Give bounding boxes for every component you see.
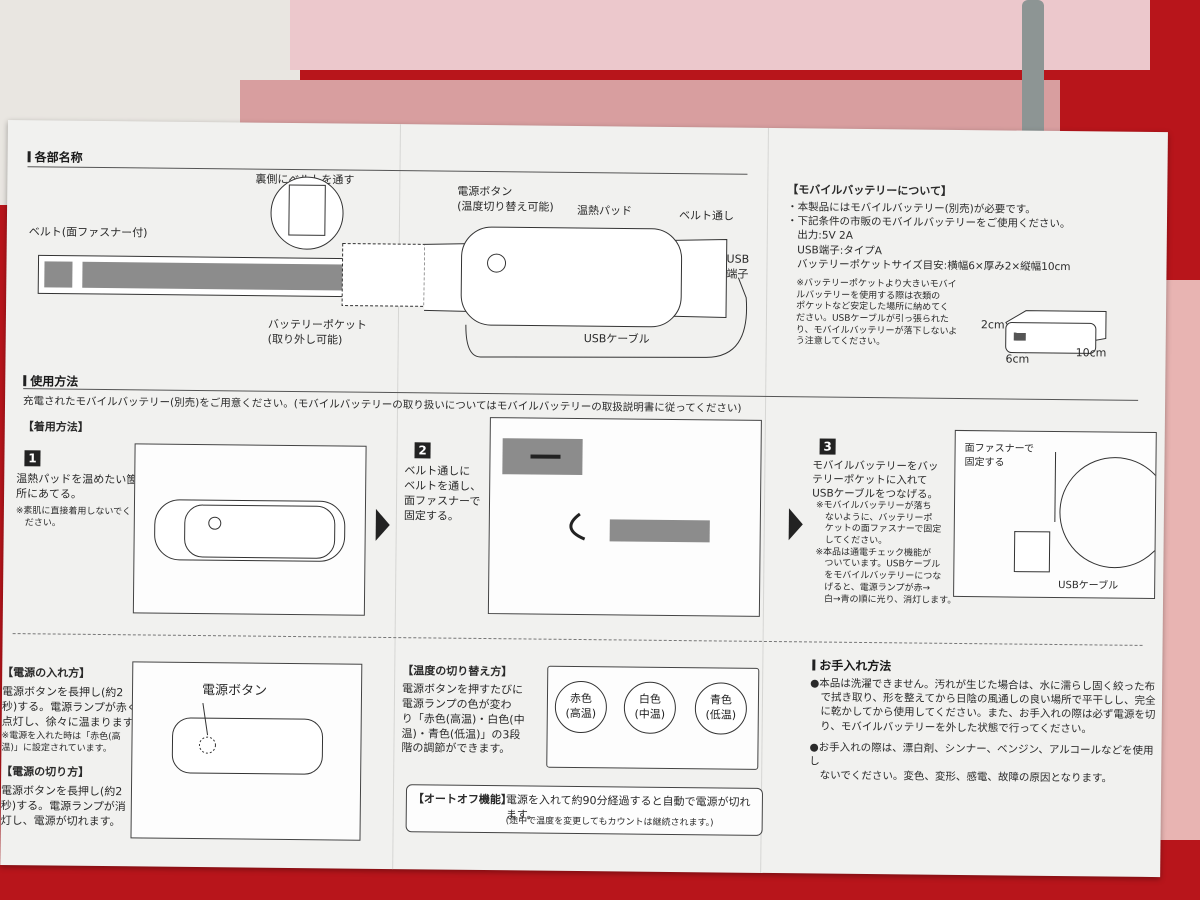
parts-diagram	[37, 176, 748, 358]
battery-dim-h: 2cm	[980, 318, 1005, 332]
step3-fastener-label: 面ファスナーで 固定する	[964, 443, 1035, 468]
step3-cable-label: USBケーブル	[1058, 580, 1119, 592]
arrow-right-icon	[375, 508, 390, 542]
step3-note: ※モバイルバッテリーが落ち ないように、バッテリーポ ケットの面ファスナーで固定…	[814, 500, 957, 606]
care-item-2: ●お手入れの際は、漂白剤、シンナー、ベンジン、アルコールなどを使用し ないでくだ…	[809, 741, 1154, 785]
step2-text: ベルト通しに ベルトを通し、 面ファスナーで 固定する。	[403, 464, 482, 523]
arrow-right-icon	[788, 508, 803, 541]
power-figure	[130, 661, 363, 841]
power-on-title: 【電源の入れ方】	[2, 665, 91, 680]
auto-off-label: 【オートオフ機能】	[412, 792, 512, 807]
step-number-3: 3	[819, 438, 836, 455]
temp-switch-text: 電源ボタンを押すたびに 電源ランプの色が変わ り「赤色(高温)・白色(中 温)・…	[401, 682, 525, 756]
step2-figure	[487, 417, 762, 617]
step1-figure	[132, 443, 367, 616]
temp-state-high: 赤色 (高温)	[554, 680, 608, 734]
step1-note: ※素肌に直接着用しないでく ださい。	[15, 506, 132, 529]
wearing-title: 【着用方法】	[22, 420, 89, 434]
temp-switch-title: 【温度の切り替え方】	[402, 664, 513, 679]
step-number-1: 1	[24, 450, 41, 467]
battery-dim-w: 6cm	[1005, 352, 1030, 366]
mobile-battery-title: 【モバイルバッテリーについて】	[787, 183, 953, 198]
mobile-battery-lines: ・本製品にはモバイルバッテリー(別売)が必要です。 ・下記条件の市販のモバイルバ…	[786, 201, 1071, 273]
power-on-note: ※電源を入れた時は「赤色(高 温)」に設定されています。	[1, 730, 121, 755]
power-off-text: 電源ボタンを長押し(約2 秒)する。電源ランプが消 灯し、電源が切れます。	[0, 783, 126, 828]
section-title-usage: 使用方法	[23, 372, 78, 390]
torso-illustration	[154, 499, 346, 562]
power-button-illustration	[171, 703, 324, 775]
gray-cable	[1022, 0, 1044, 150]
mobile-battery-note: ※バッテリーポケットより大きいモバイ ルバッテリーを使用する際は衣類の ポケット…	[795, 278, 958, 348]
auto-off-note: (途中で温度を変更してもカウントは継続されます。)	[505, 816, 714, 829]
power-button-callout: 電源ボタン	[201, 683, 268, 699]
care-title: お手入れ方法	[812, 656, 891, 674]
usage-intro: 充電されたモバイルバッテリー(別売)をご用意ください。(モバイルバッテリーの取り…	[22, 395, 742, 415]
pink-box	[290, 0, 1150, 70]
step1-text: 温熱パッドを温めたい箇 所にあてる。	[16, 472, 138, 501]
battery-dim-l: 10cm	[1075, 346, 1107, 360]
dashed-divider	[12, 633, 1143, 646]
battery-illustration	[1005, 310, 1107, 354]
temp-state-low: 青色 (低温)	[694, 682, 748, 735]
instruction-leaflet: 各部名称 裏側にベルトを通す ベルト(面ファスナー付) 電源ボタン (温度切り替…	[0, 120, 1171, 878]
temp-state-mid: 白色 (中温)	[623, 681, 677, 735]
care-item-1: ●本品は洗濯できません。汚れが生じた場合は、水に濡らし固く絞った布 で拭き取り、…	[809, 677, 1156, 735]
power-off-title: 【電源の切り方】	[1, 764, 90, 779]
step3-text: モバイルバッテリーをバッ テリーポケットに入れて USBケーブルをつなげる。	[812, 459, 939, 502]
step-number-2: 2	[414, 442, 431, 459]
belt-threading-illustration	[502, 438, 710, 543]
power-on-text: 電源ボタンを長押し(約2 秒)する。電源ランプが赤く 点灯し、徐々に温まります。	[1, 684, 144, 730]
